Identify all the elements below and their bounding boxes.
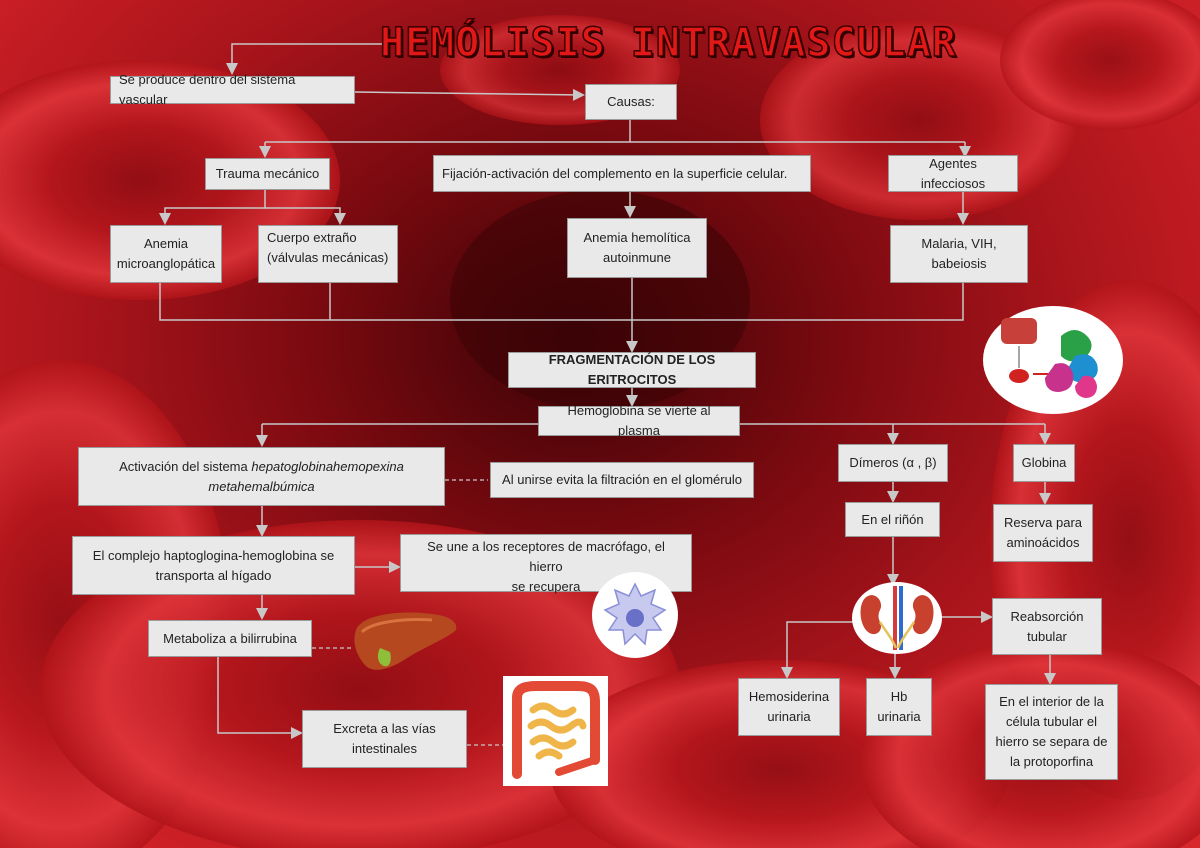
node-text: Hemoglobina se vierte al plasma [567,403,711,438]
intestine-icon [503,676,608,786]
node-text-line: Excreta a las vías [333,721,436,736]
node-text: En el riñón [861,511,924,527]
node-complejo-haptoglobina: El complejo haptoglogina-hemoglobina se … [72,536,355,595]
node-text-line: intestinales [351,741,418,756]
node-hb-urinaria: Hb urinaria [866,678,932,736]
node-text-line: El complejo haptoglogina-hemoglobina se [92,547,335,563]
macrophage-icon [592,572,678,658]
node-text: FRAGMENTACIÓN DE LOS ERITROCITOS [548,352,716,387]
hemoglobin-molecule-icon [983,306,1123,414]
node-activacion-sistema: Activación del sistema hepatoglobinahemo… [78,447,445,506]
node-cuerpo-extrano: Cuerpo extraño (válvulas mecánicas) [258,225,398,283]
node-al-unirse: Al unirse evita la filtración en el glom… [490,462,754,498]
liver-icon [354,612,457,670]
node-reserva-aminoacidos: Reserva para aminoácidos [993,504,1093,562]
node-fragmentacion: FRAGMENTACIÓN DE LOS ERITROCITOS [508,352,756,388]
node-text-line: Se une a los receptores de macrófago, el… [427,539,665,574]
node-text-italic: metahemalbúmica [208,478,315,494]
node-hemosiderina-urinaria: Hemosiderina urinaria [738,678,840,736]
node-agentes-infecciosos: Agentes infecciosos [888,155,1018,192]
node-text-line: tubular [1027,628,1067,644]
node-text: Al unirse evita la filtración en el glom… [502,472,742,487]
node-text-line: hierro se separa de [995,734,1108,749]
node-text-line: transporta al hígado [155,567,272,583]
node-text-line: Activación del sistema hepatoglobinahemo… [119,457,404,477]
node-text-line: babeiosis [931,256,987,271]
node-text-line: Anemia [143,236,189,251]
node-text: Agentes infecciosos [920,155,986,191]
node-text-line: microanglopática [116,256,216,271]
node-malaria-vih: Malaria, VIH, babeiosis [890,225,1028,283]
node-text-line: (válvulas mecánicas) [267,250,389,265]
node-text: Metaboliza a bilirrubina [163,630,297,646]
node-globina: Globina [1013,444,1075,482]
node-text: Trauma mecánico [215,166,320,181]
node-text-line: En el interior de la [999,694,1104,709]
node-anemia-microangiopatica: Anemia microanglopática [110,225,222,283]
node-text: Dímeros (α , β) [849,455,937,470]
node-text-line: Anemia hemolítica [583,230,691,245]
node-text-line: urinaria [767,709,811,724]
node-text-line: se recupera [511,579,581,594]
node-en-el-rinon: En el riñón [845,502,940,537]
node-sistema-vascular: Se produce dentro del sistema vascular [110,72,355,107]
page-title: HEMÓLISIS INTRAVASCULAR [379,19,957,67]
node-text-line: autoinmune [603,250,671,265]
node-text: Se produce dentro del sistema vascular [119,72,296,107]
node-text-line: la protoporfina [1009,754,1094,769]
node-text-line: aminoácidos [1006,535,1080,550]
node-anemia-hemolitica: Anemia hemolítica autoinmune [567,218,707,278]
node-text-line: Malaria, VIH, [921,236,997,251]
node-text-line: célula tubular el [1005,714,1098,729]
node-dimeros: Dímeros (α , β) [838,444,948,482]
node-text-italic: hepatoglobinahemopexina [251,458,404,474]
node-text: Causas: [607,94,655,109]
node-trauma-mecanico: Trauma mecánico [205,158,330,190]
node-excreta-vias-intestinales: Excreta a las vías intestinales [302,710,467,768]
node-reabsorcion-tubular: Reabsorción tubular [992,598,1102,655]
node-causas: Causas: [585,84,677,120]
node-text-line: Hemosiderina [748,689,830,704]
node-text-line: Reserva para [1003,515,1083,530]
node-hemoglobina-plasma: Hemoglobina se vierte al plasma [538,403,740,438]
node-receptores-macrofago: Se une a los receptores de macrófago, el… [400,534,692,594]
node-text: Fijación-activación del complemento en l… [442,165,788,181]
node-metaboliza-bilirrubina: Metaboliza a bilirrubina [148,620,312,657]
node-interior-celula-tubular: En el interior de la célula tubular el h… [985,684,1118,780]
node-fijacion-complemento: Fijación-activación del complemento en l… [433,155,811,192]
node-text-line: Cuerpo extraño [267,230,357,245]
node-text-line: Reabsorción [1010,608,1084,624]
node-text: Activación del sistema [119,458,252,474]
kidney-icon [852,582,942,654]
node-text: Globina [1021,455,1067,470]
node-text-line: Hb [890,689,908,704]
node-text-line: urinaria [877,709,921,724]
